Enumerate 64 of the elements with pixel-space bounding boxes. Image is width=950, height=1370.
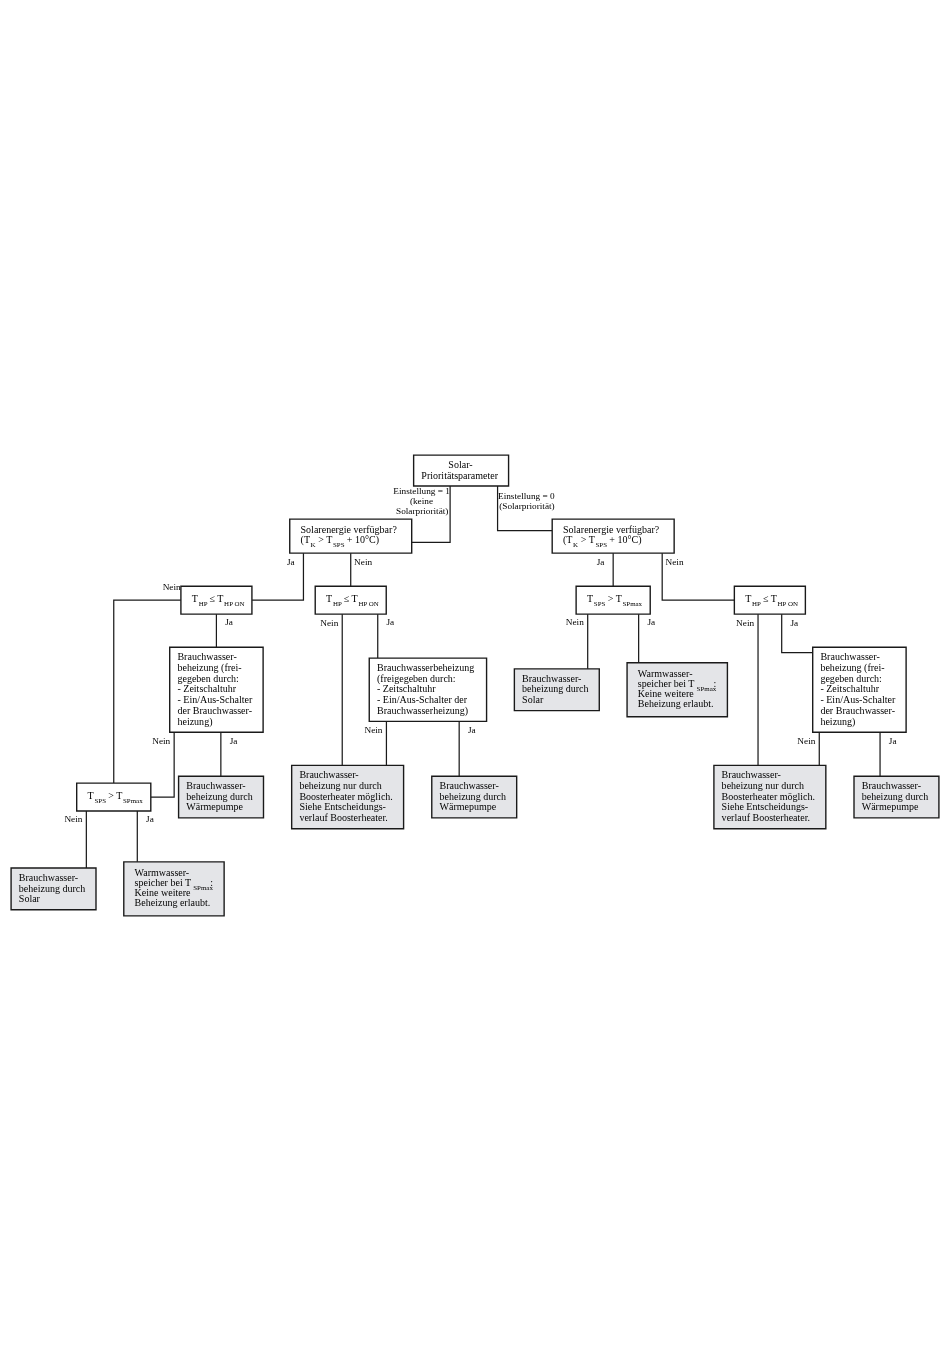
connector [341,613,343,766]
connector [879,731,881,777]
node-box: Brauchwasser- beheizung nur durch Boosterheater möglich. Siehe Entscheidungs- verlauf Boosterheater. [713,764,827,829]
connector [411,485,451,543]
edge-label: Ja [146,813,154,824]
node-box: Brauchwasser- beheizung nur durch Boosterheater möglich. Siehe Entscheidungs- verlauf Boosterheater. [290,764,405,829]
connector [818,731,820,766]
node-box: T$_{HP}$ ≤ T$_{HP ON}$ [314,585,387,615]
edge-label: Nein [64,813,83,824]
node-box: Brauchwasser- beheizung (frei- gegeben durch: - Zeitschaltuhr - Ein/Aus-Schalter der Brauchwasser- heizung) [812,646,907,733]
connector [150,731,175,798]
edge-label: Nein [565,616,584,627]
edge-label: Nein [797,735,816,746]
node-box: Brauchwasser- beheizung (frei- gegeben durch: - Zeitschaltuhr - Ein/Aus-Schalter der Brauchwasser- heizung) [169,646,264,733]
connector [661,552,735,601]
connector [385,720,388,766]
node-box: T$_{SPS}$ > T$_{SPmax}$ [575,585,651,615]
edge-label: Ja [286,556,295,567]
edge-label: Ja [790,617,799,628]
connector [458,720,460,777]
edge-label: Ja [888,735,897,746]
edge-label: Nein [736,617,755,628]
connector [377,613,379,659]
connector [215,613,218,648]
edge-label: Ja [467,724,476,735]
edge-label: Nein [320,617,339,628]
node-box: T$_{HP}$ ≤ T$_{HP ON}$ [180,585,253,615]
connector [113,599,182,783]
node-box: Brauchwasserbeheizung (freigegeben durch: - Zeitschaltuhr - Ein/Aus-Schalter der Brauchwasserheizung) [368,656,488,722]
node-box: Solarenergie verfügbar? (T$_{K}$ > T$_{SPS}$ + 10°C) [551,517,675,554]
connector [638,613,640,663]
node-box: Brauchwasser- beheizung durch Wärmepumpe [177,775,265,819]
node-box: Brauchwasser- beheizung durch Wärmepumpe [853,775,940,819]
connector [251,552,305,601]
edge-label: Nein [665,556,684,567]
connector [136,809,138,862]
node-box: T$_{SPS}$ > T$_{SPmax}$ [76,781,152,812]
connector [587,613,589,669]
edge-label: Nein [162,581,181,592]
node-box: Brauchwasser- beheizung durch Solar [513,667,600,711]
edge-label: Einstellung = 0 (Solarpriorität) [498,490,555,511]
edge-label: Ja [596,556,605,567]
node-box: Brauchwasser- beheizung durch Wärmepumpe [431,775,518,819]
node-box: Warmwasser- speicher bei T$_{SPmax}$: Keine weitere Beheizung erlaubt. [123,860,225,917]
connector [757,613,759,766]
edge-label: Nein [354,556,373,567]
node-box: Warmwasser- speicher bei T$_{SPmax}$: Keine weitere Beheizung erlaubt. [626,661,729,717]
edge-label: Nein [364,724,383,735]
connector [220,731,222,777]
connector [781,613,814,653]
edge-label: Nein [152,735,171,746]
connector [496,484,553,531]
connector [350,552,352,587]
node-box: Solar- Prioritätsparameter [412,453,510,487]
node-box: T$_{HP}$ ≤ T$_{HP ON}$ [733,585,807,615]
connector [612,552,614,587]
node-box: Solarenergie verfügbar? (T$_{K}$ > T$_{SPS}$ + 10°C) [289,517,413,554]
edge-label: Ja [647,616,656,627]
connector [85,809,87,869]
edge-label: Ja [386,616,395,627]
edge-label: Ja [229,735,238,746]
node-box: Brauchwasser- beheizung durch Solar [10,866,97,910]
edge-label: Ja [225,616,233,627]
edge-label: Einstellung = 1 (keine Solarpriorität) [393,485,450,516]
